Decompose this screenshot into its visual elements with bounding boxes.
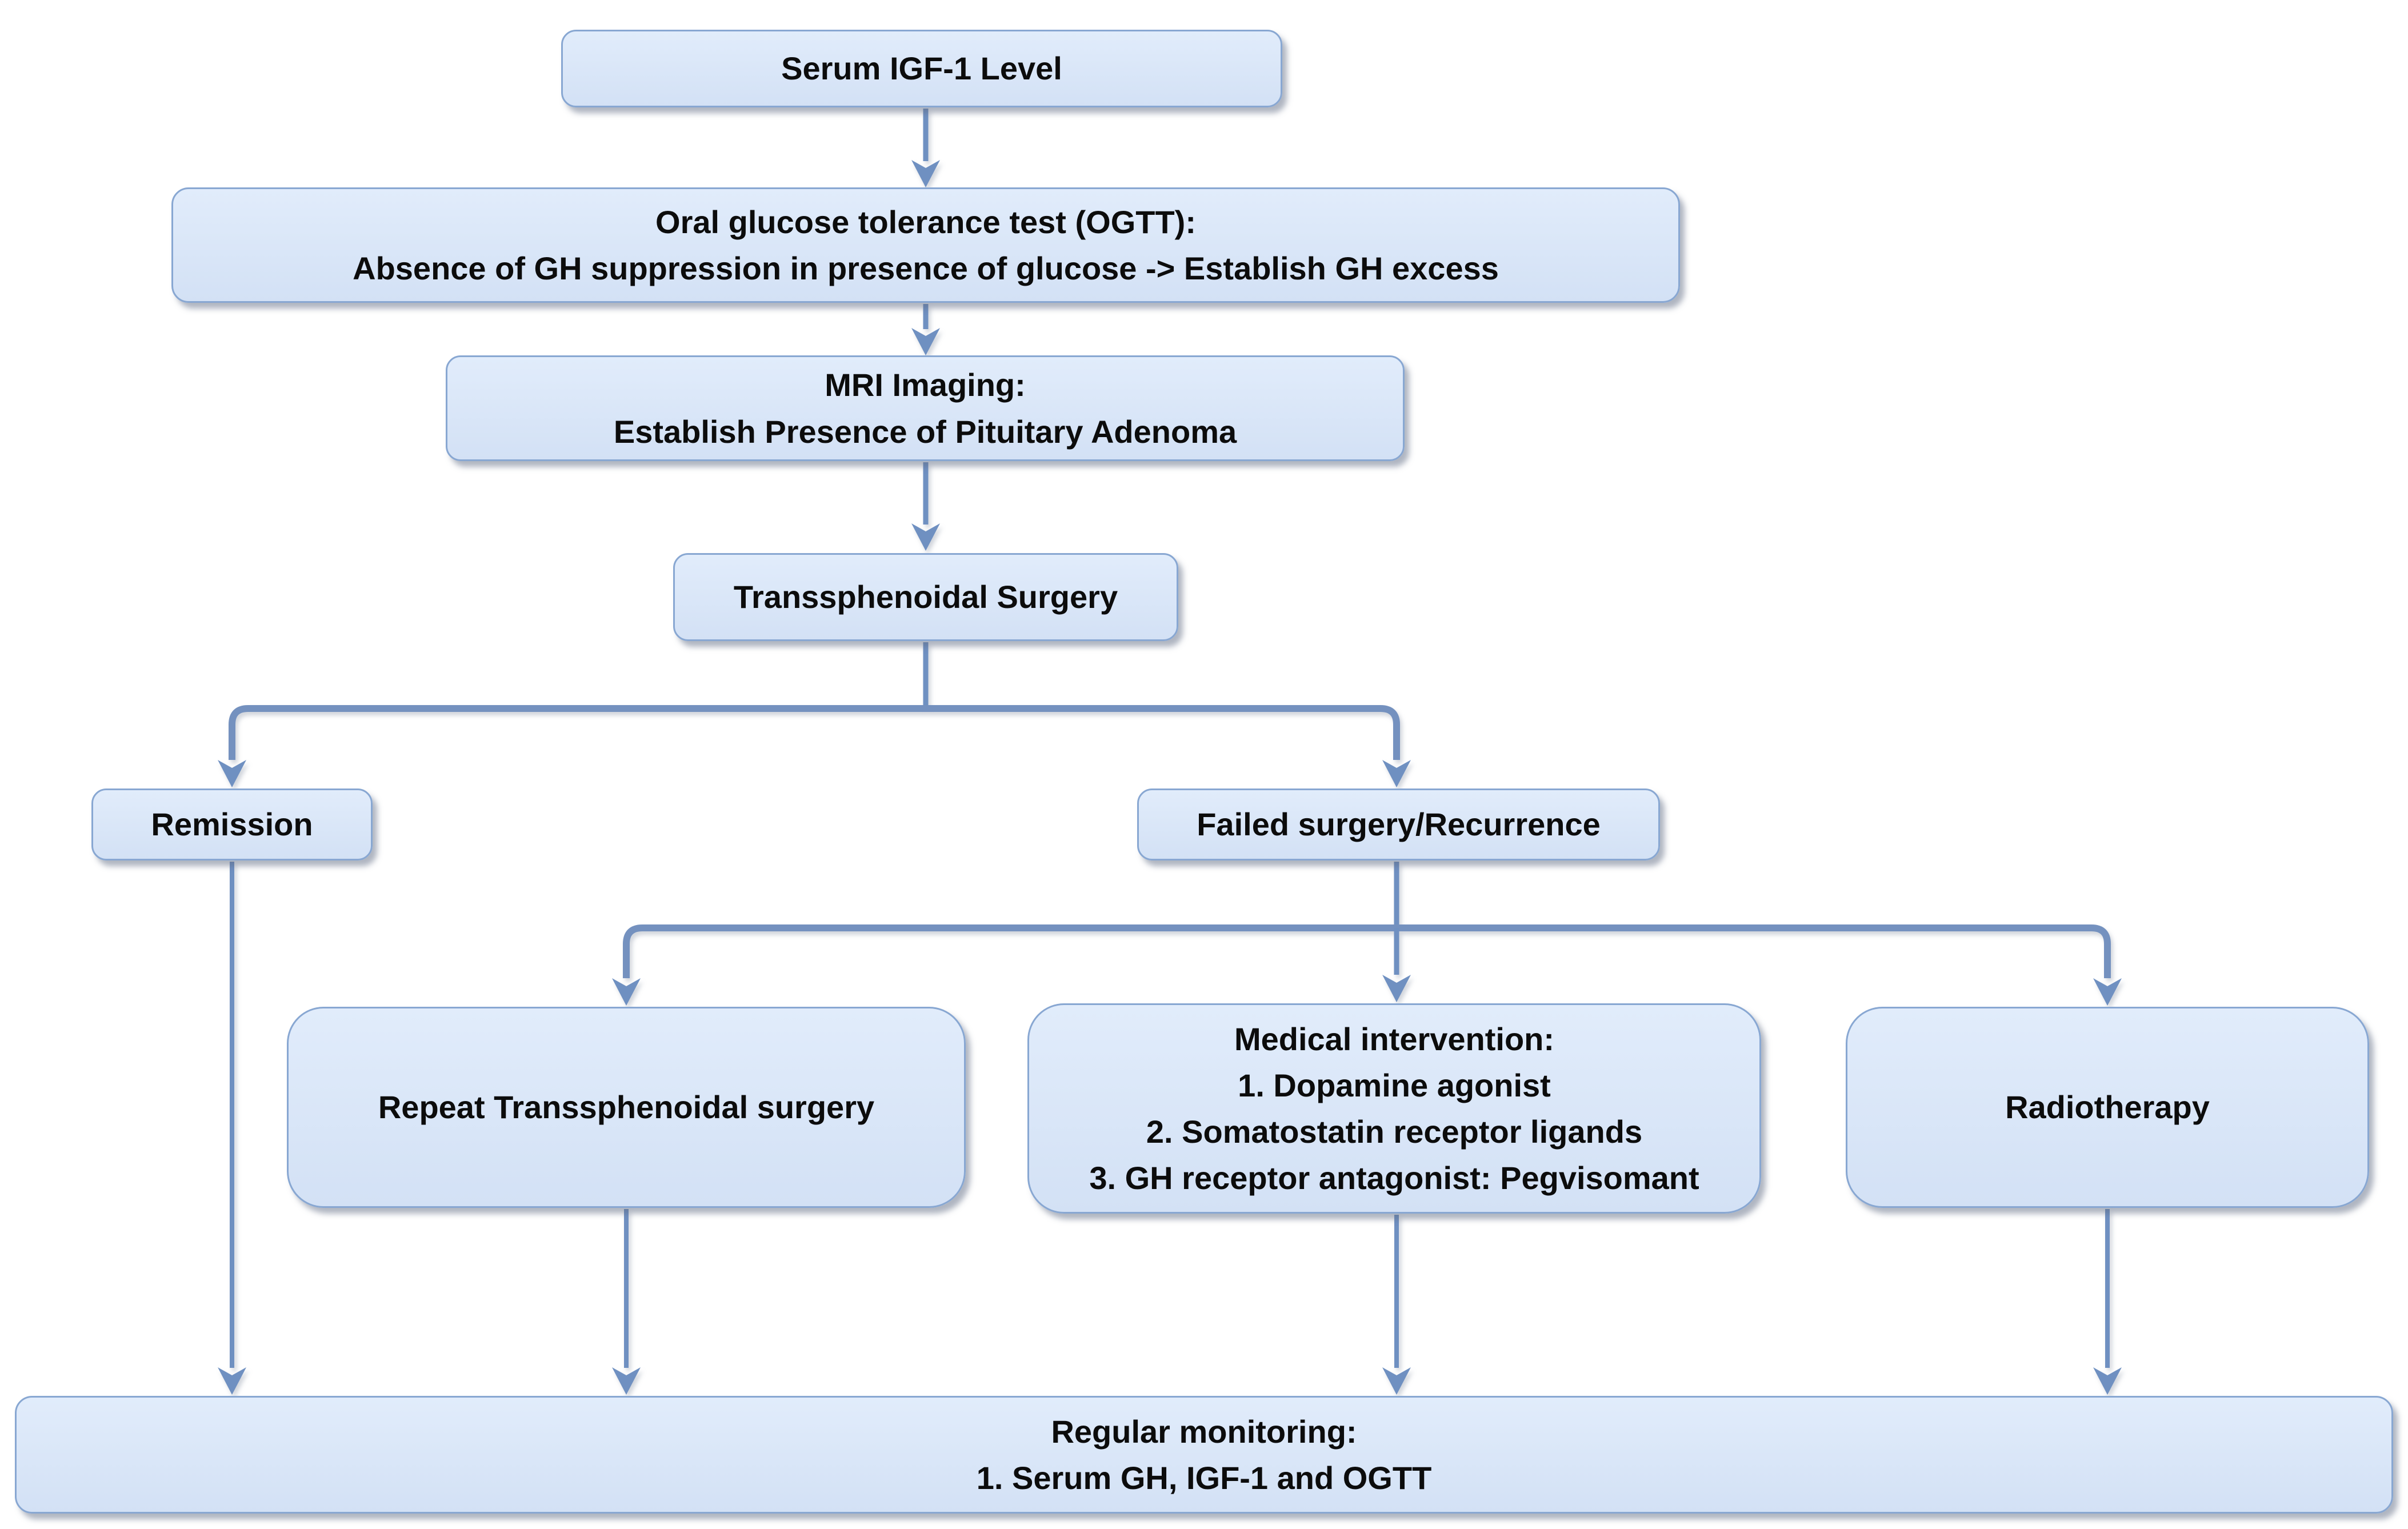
node-regular-monitoring: Regular monitoring: 1. Serum GH, IGF-1 a… bbox=[15, 1396, 2393, 1514]
node-text-line: Remission bbox=[151, 806, 313, 843]
connector-surgery-branch bbox=[218, 642, 1411, 787]
arrow-radiotherapy-to-monitoring bbox=[2093, 1209, 2122, 1395]
node-repeat-transsphenoidal-surgery: Repeat Transsphenoidal surgery bbox=[287, 1007, 966, 1208]
node-text-line: Establish Presence of Pituitary Adenoma bbox=[613, 413, 1237, 450]
node-text-line: Oral glucose tolerance test (OGTT): bbox=[655, 203, 1196, 240]
arrow-mri-to-surgery bbox=[911, 462, 940, 551]
node-text-line: Failed surgery/Recurrence bbox=[1197, 806, 1601, 843]
node-medical-intervention: Medical intervention: 1. Dopamine agonis… bbox=[1027, 1003, 1761, 1214]
node-ogtt: Oral glucose tolerance test (OGTT): Abse… bbox=[171, 187, 1680, 303]
connector-failed-branch bbox=[612, 862, 2122, 1006]
node-remission: Remission bbox=[91, 788, 373, 860]
arrow-medical-to-monitoring bbox=[1382, 1215, 1411, 1395]
node-text-line: Absence of GH suppression in presence of… bbox=[353, 250, 1499, 286]
node-text-line: Radiotherapy bbox=[2005, 1089, 2210, 1126]
node-text-line: 2. Somatostatin receptor ligands bbox=[1146, 1114, 1643, 1150]
arrow-ogtt-to-mri bbox=[911, 304, 940, 355]
arrow-serum-to-ogtt bbox=[911, 109, 940, 187]
node-text-line: Medical intervention: bbox=[1234, 1020, 1555, 1057]
node-text-line: Serum IGF-1 Level bbox=[781, 50, 1062, 87]
node-serum-igf1: Serum IGF-1 Level bbox=[561, 30, 1282, 107]
node-text-line: Regular monitoring: bbox=[1051, 1413, 1357, 1450]
node-radiotherapy: Radiotherapy bbox=[1846, 1007, 2369, 1208]
node-text-line: MRI Imaging: bbox=[825, 367, 1026, 403]
node-mri-imaging: MRI Imaging: Establish Presence of Pitui… bbox=[446, 355, 1405, 461]
node-text-line: 3. GH receptor antagonist: Pegvisomant bbox=[1089, 1160, 1699, 1196]
arrow-remission-to-monitoring bbox=[218, 862, 246, 1395]
arrow-repeat-to-monitoring bbox=[612, 1209, 641, 1395]
node-text-line: 1. Dopamine agonist bbox=[1238, 1067, 1551, 1103]
node-transsphenoidal-surgery: Transsphenoidal Surgery bbox=[673, 553, 1178, 641]
node-failed-surgery-recurrence: Failed surgery/Recurrence bbox=[1137, 788, 1660, 860]
node-text-line: Transsphenoidal Surgery bbox=[733, 579, 1118, 615]
node-text-line: Repeat Transsphenoidal surgery bbox=[378, 1089, 875, 1126]
node-text-line: 1. Serum GH, IGF-1 and OGTT bbox=[976, 1460, 1432, 1496]
